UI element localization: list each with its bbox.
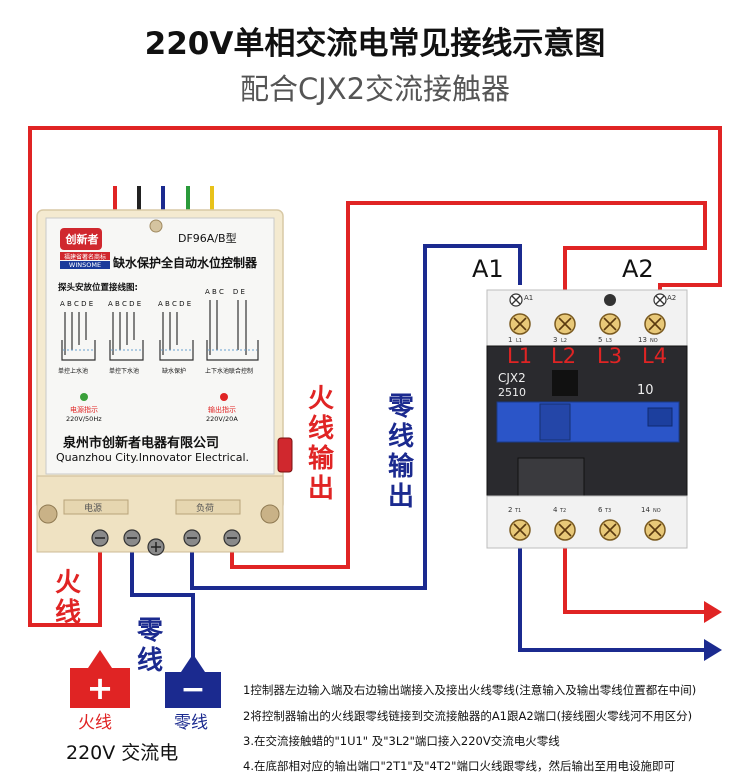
line-label-l2: L2 [551,344,577,368]
source-neutral-label: 零线 [174,713,208,733]
source-ac-label: 220V 交流电 [66,742,179,764]
power-indicator-light [80,393,88,401]
diagram-label-3: 缺水保护 [162,368,187,375]
small-a1-label: A1 [524,294,534,302]
top-terminal-5-sub: L3 [606,338,612,344]
top-terminal-3: 3 [553,336,558,344]
plus-symbol: + [86,669,114,707]
probe-letters-3: A B C D E [158,300,192,308]
brand-name: 创新者 [65,233,99,246]
minus-symbol: − [180,672,206,707]
arrow-output-blue [704,639,722,661]
contactor-aux: 10 [637,383,654,398]
terminal-load-label: 负荷 [196,504,215,514]
diagram-label-4: 上下水池联合控制 [205,368,254,375]
page-title: 220V单相交流电常见接线示意图 [144,26,606,62]
output-spec: 220V/20A [206,415,238,423]
mount-hole-right [260,504,280,524]
top-terminal-13: 13 [638,336,647,344]
neutral-input-label: 零线 [136,616,163,676]
diagram-label-2: 单控下水池 [109,368,140,375]
line-label-l3: L3 [597,344,623,368]
arrow-neutral-up [181,654,205,672]
wire-live-loop [28,126,722,627]
source-live-label: 火线 [78,713,112,733]
output-indicator-light [220,393,228,401]
top-terminal-3-sub: L2 [561,338,567,344]
contactor-model: CJX2 [498,371,526,385]
bottom-terminal-2-sub: T1 [515,508,522,514]
wire-live-out [230,201,707,569]
minus-box [165,672,221,708]
top-terminal-1-sub: L1 [516,338,522,344]
probe-letters-4: A B C D E [205,288,245,296]
top-terminal-5: 5 [598,336,603,344]
water-level-controller [36,186,293,556]
ac-contactor [486,289,688,549]
wire-output-t2 [563,540,705,614]
company-name-en: Quanzhou City.Innovator Electrical. [56,451,250,464]
controller-model: DF96A/B型 [178,232,237,245]
arrow-live-up [88,650,112,668]
bottom-terminal-6: 6 [598,506,603,514]
probe-letters-1: A B C D E [60,300,94,308]
terminal-power-label: 电源 [84,504,103,514]
arrow-output-red [704,601,722,623]
live-input-label: 火线 [54,568,81,628]
top-terminal-13-sub: NO [650,338,658,344]
neutral-output-label: 零线输出 [387,392,414,512]
line-label-l4: L4 [642,344,668,368]
diagram-label-1: 单控上水池 [58,368,89,375]
page-subtitle: 配合CJX2交流接触器 [239,72,511,106]
coil-a1-label: A1 [472,255,504,283]
bottom-terminal-4-sub: T2 [560,508,567,514]
output-indicator-label: 输出指示 [208,406,236,414]
brand-english: WINSOME [68,261,102,269]
contactor-rating: 2510 [498,386,526,399]
brand-logo [60,228,102,250]
mount-hole-left [38,504,58,524]
probe-letters-2: A B C D E [108,300,142,308]
note-4: 4.在底部相对应的输出端口"2T1"及"4T2"端口火线跟零线，然后输出至用电设… [243,759,675,773]
probe-title: 探头安放位置接线图: [58,283,138,293]
top-terminal-1: 1 [508,336,513,344]
bottom-terminal-4: 4 [553,506,558,514]
note-3: 3.在交流接触蜡的"1U1" 及"3L2"端口接入220V交流电火零线 [243,734,560,748]
note-2: 2将控制器输出的火线跟零线链接到交流接触器的A1跟A2端口(接线圈火零线河不用区… [243,709,693,723]
small-a2-label: A2 [667,294,677,302]
note-1: 1控制器左边输入端及右边输出端接入及接出火线零线(注意输入及输出零线位置都在中间… [243,683,697,697]
plus-box [70,668,130,708]
power-spec: 220V/50Hz [66,415,102,423]
bottom-terminal-6-sub: T3 [605,508,612,514]
bottom-terminal-14-sub: NO [653,508,661,514]
coil-a2-label: A2 [622,255,654,283]
bottom-terminal-14: 14 [641,506,650,514]
mount-hole-top [149,219,163,233]
line-label-l1: L1 [507,344,533,368]
live-output-label: 火线输出 [307,384,334,504]
bottom-terminal-2: 2 [508,506,513,514]
rocker-switch [277,437,293,473]
wire-neutral-out [190,244,522,590]
company-name-cn: 泉州市创新者电器有限公司 [63,436,220,451]
controller-name: 缺水保护全自动水位控制器 [113,256,258,270]
power-indicator-label: 电源指示 [70,406,98,414]
brand-tagline: 福建省著名商标 [63,254,106,261]
wire-neutral-in [130,545,195,660]
wire-output-t1 [518,540,705,652]
